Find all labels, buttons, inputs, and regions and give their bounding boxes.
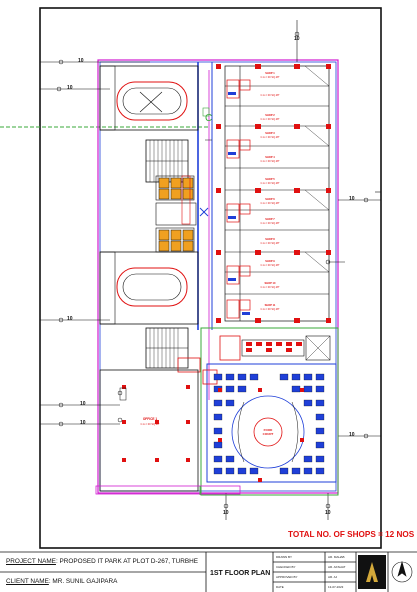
grid-mark: 10 — [67, 316, 73, 322]
project-label: PROJECT NAME — [6, 558, 56, 565]
svg-text:SHOP 8: SHOP 8 — [265, 237, 275, 241]
svg-text:C.A.= 00 SQ.MT: C.A.= 00 SQ.MT — [260, 241, 280, 245]
grid-mark: 10 — [80, 401, 86, 407]
svg-text:C.A.= 00 SQ.MT: C.A.= 00 SQ.MT — [260, 159, 280, 163]
date-value: 13-07-2023 — [328, 585, 344, 589]
svg-text:C.A.= 00 SQ.MT: C.A.= 00 SQ.MT — [260, 285, 280, 289]
section-c-mark: C — [205, 113, 212, 124]
date-label: DATE — [276, 585, 284, 589]
svg-text:COURT: COURT — [263, 432, 274, 436]
drawn-by-value: AR. MAHAB — [328, 555, 345, 559]
table-grid — [213, 373, 325, 475]
grid-mark: 10 — [80, 420, 86, 426]
grid-mark: 10 — [294, 36, 300, 42]
svg-text:C.A.= 00 SQ.MT: C.A.= 00 SQ.MT — [260, 221, 280, 225]
svg-text:C.A.= 00 SQ.MT: C.A.= 00 SQ.MT — [260, 135, 280, 139]
grid-mark: 10 — [78, 58, 84, 64]
client-value: : MR. SUNIL GAJIPARA — [48, 578, 118, 585]
svg-text:C.A.= 00 SQ.MT: C.A.= 00 SQ.MT — [140, 422, 160, 426]
office-hall — [99, 369, 199, 492]
ramp-lower — [116, 267, 188, 307]
north-arrow-icon — [391, 560, 413, 583]
svg-text:C.A.= 00 SQ.MT: C.A.= 00 SQ.MT — [260, 307, 280, 311]
ramp-upper — [116, 81, 188, 121]
checked-by-value: AR. AKSHAT — [328, 565, 346, 569]
svg-text:C.A.= 00 SQ.MT: C.A.= 00 SQ.MT — [260, 75, 280, 79]
svg-text:SHOP 9: SHOP 9 — [265, 259, 275, 263]
food-court-boundary — [200, 327, 339, 496]
svg-text:C.A.= 00 SQ.MT: C.A.= 00 SQ.MT — [260, 201, 280, 205]
svg-text:SHOP 10: SHOP 10 — [265, 281, 276, 285]
project-name-row: PROJECT NAME: PROPOSED IT PARK AT PLOT D… — [6, 558, 198, 565]
svg-text:SHOP 3: SHOP 3 — [265, 131, 275, 135]
svg-text:SHOP 6: SHOP 6 — [265, 197, 275, 201]
seating-area — [206, 363, 337, 483]
svg-text:OFFICE 1: OFFICE 1 — [143, 417, 158, 421]
svg-text:SHOP 1: SHOP 1 — [265, 71, 275, 75]
grid-mark: 10 — [325, 510, 331, 516]
central-round — [231, 395, 305, 469]
grid-mark: 10 — [67, 85, 73, 91]
grid-mark: 10 — [223, 510, 229, 516]
svg-text:C.A.= 00 SQ.MT: C.A.= 00 SQ.MT — [260, 263, 280, 267]
drawn-by-label: DRAWN BY — [276, 555, 293, 559]
svg-text:C.A.= 00 SQ.MT: C.A.= 00 SQ.MT — [260, 117, 280, 121]
shops-row — [224, 65, 330, 322]
checked-by-label: CHECKED BY — [276, 565, 296, 569]
svg-text:SHOP 11: SHOP 11 — [265, 303, 276, 307]
lift-cluster-lower — [155, 227, 195, 253]
svg-text:C.A.= 00 SQ.MT: C.A.= 00 SQ.MT — [260, 93, 280, 97]
section-cross — [199, 207, 209, 217]
title-block-frame — [0, 551, 417, 592]
grid-mark: 10 — [349, 432, 355, 438]
svg-text:SHOP 2: SHOP 2 — [265, 113, 275, 117]
logo-mark — [366, 562, 378, 582]
total-shops-note: TOTAL NO. OF SHOPS = 12 NOS — [288, 530, 415, 539]
approved-by-label: APPROVED BY — [276, 575, 298, 579]
grid-mark: 10 — [349, 196, 355, 202]
client-name-row: CLIENT NAME: MR. SUNIL GAJIPARA — [6, 578, 117, 585]
svg-text:FOOD: FOOD — [264, 428, 273, 432]
shop-labels: SHOP 1C.A.= 00 SQ.MT C.A.= 00 SQ.MT SHOP… — [260, 71, 280, 311]
svg-text:SHOP 4: SHOP 4 — [265, 155, 275, 159]
lift-cluster-upper — [155, 175, 195, 201]
drawing-title: 1ST FLOOR PLAN — [210, 570, 271, 577]
building-boundary — [97, 59, 339, 494]
sheet-border — [39, 7, 382, 549]
client-label: CLIENT NAME — [6, 578, 49, 585]
project-value: : PROPOSED IT PARK AT PLOT D-267, TURBHE — [55, 558, 199, 565]
svg-text:SHOP 7: SHOP 7 — [265, 217, 275, 221]
lift-lobby-block-lower — [99, 251, 199, 325]
approved-by-value: AR. AJ — [328, 575, 338, 579]
svg-text:C.A.= 00 SQ.MT: C.A.= 00 SQ.MT — [260, 181, 280, 185]
svg-text:SHOP 5: SHOP 5 — [265, 177, 275, 181]
lobby — [155, 202, 197, 226]
